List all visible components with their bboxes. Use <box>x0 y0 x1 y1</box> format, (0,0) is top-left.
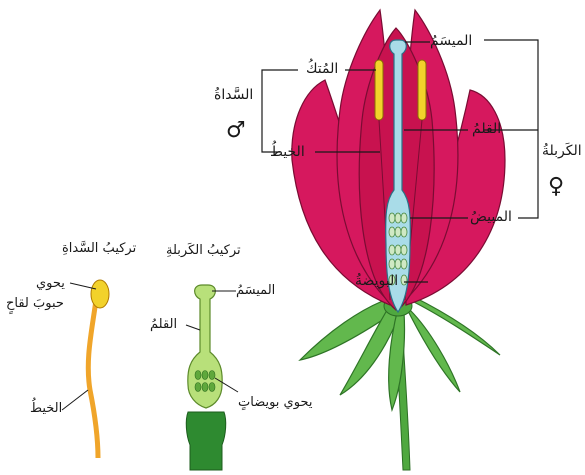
stamen-structure-title: تركيبُ السَّداةِ <box>62 242 136 255</box>
anther-left <box>375 60 383 120</box>
stamen-filament <box>88 300 98 458</box>
stamen-filament-label: الخيطُ <box>30 402 62 415</box>
stamen-pollen: حبوبَ لقاحٍ <box>6 297 64 310</box>
label-stamen: السَّداةُ <box>214 88 253 102</box>
anther-right <box>418 60 426 120</box>
female-symbol: ♀ <box>548 176 564 198</box>
pistil-ovules-label: يحوي بويضاتٍ <box>238 396 312 409</box>
label-ovule: البويضةُ <box>355 274 398 288</box>
label-ovary: المبيضُ <box>470 210 512 224</box>
label-style: القلمُ <box>472 122 501 136</box>
label-stigma: الميسَمُ <box>430 34 472 48</box>
pistil-style-label: القلمُ <box>150 318 177 331</box>
label-filament: الخيطُ <box>270 145 305 159</box>
male-symbol: ♂ <box>226 120 246 142</box>
label-pistil: الكَربلةُ <box>542 144 582 158</box>
pistil-stigma-label: الميسَمُ <box>236 284 275 297</box>
pistil-structure-title: تركيبُ الكَربلةِ <box>166 244 241 257</box>
label-anther: المُتكُ <box>306 62 338 76</box>
stamen-contains: يحوي <box>36 277 65 290</box>
small-pistil-base <box>186 412 225 470</box>
stamen-anther <box>91 280 109 308</box>
